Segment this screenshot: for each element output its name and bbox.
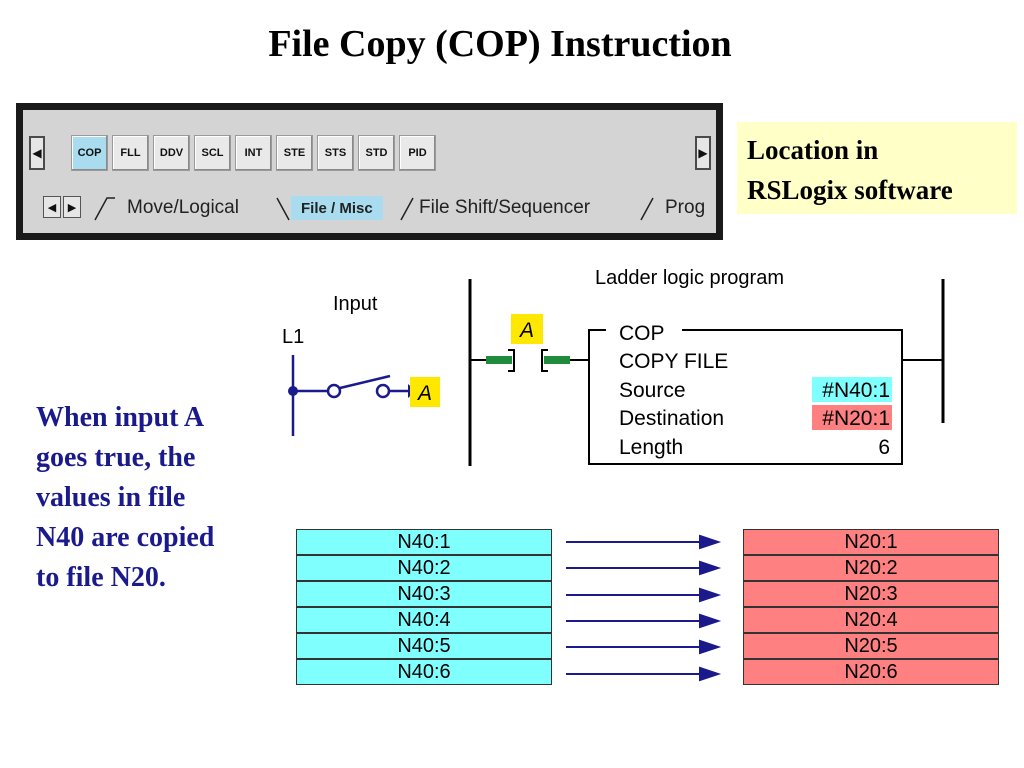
rail-label: L1 — [282, 326, 304, 348]
switch-terminal-right — [375, 383, 391, 399]
contact-bracket-right — [541, 349, 548, 372]
description-line: values in file — [36, 482, 186, 513]
source-cell: N40:5 — [296, 633, 552, 659]
instruction-button-int[interactable]: INT — [235, 135, 272, 171]
tab-move-logical[interactable]: Move/Logical — [127, 197, 239, 218]
switch-tag: A — [416, 382, 432, 405]
scroll-right-icon[interactable]: ▶ — [695, 136, 711, 170]
arrow-head-icon — [699, 534, 722, 550]
dest-cell: N20:1 — [743, 529, 999, 555]
page-title: File Copy (COP) Instruction — [268, 23, 732, 65]
source-cell: N40:6 — [296, 659, 552, 685]
description-line: to file N20. — [36, 562, 166, 593]
dest-file-table: N20:1 N20:2 N20:3 N20:4 N20:5 N20:6 — [743, 529, 999, 685]
instruction-button-cop[interactable]: COP — [71, 135, 108, 171]
cop-length-value: 6 — [878, 436, 890, 459]
cop-block-title: COP — [619, 322, 665, 345]
copy-arrows — [566, 534, 722, 682]
switch-tag-box — [410, 377, 440, 407]
ladder-heading: Ladder logic program — [595, 267, 784, 289]
scroll-left-icon[interactable]: ◀ — [29, 136, 45, 170]
cop-title-gap — [606, 320, 682, 342]
switch-terminal-left — [326, 383, 342, 399]
contact-lead-right — [544, 356, 570, 364]
tab-file-misc[interactable]: File / Misc — [291, 196, 383, 220]
input-label: Input — [333, 293, 378, 315]
instruction-button-scl[interactable]: SCL — [194, 135, 231, 171]
cop-length-label: Length — [619, 436, 683, 459]
cop-dest-value: #N20:1 — [822, 407, 890, 430]
dest-cell: N20:5 — [743, 633, 999, 659]
cop-source-highlight — [812, 377, 892, 402]
instruction-button-sts[interactable]: STS — [317, 135, 354, 171]
dest-cell: N20:4 — [743, 607, 999, 633]
switch-blade — [339, 374, 391, 390]
cop-source-value: #N40:1 — [822, 379, 890, 402]
source-cell: N40:2 — [296, 555, 552, 581]
source-cell: N40:4 — [296, 607, 552, 633]
dest-cell: N20:6 — [743, 659, 999, 685]
description-line: N40 are copied — [36, 522, 215, 553]
location-note-line1: Location in — [747, 135, 879, 165]
contact-lead-left — [486, 356, 512, 364]
ladder-diagram: Input L1 A Ladder logic program A COP CO… — [282, 267, 945, 466]
cop-source-label: Source — [619, 379, 686, 402]
toolbar-panel: ◀ COP FLL DDV SCL INT STE STS STD PID ▶ … — [23, 110, 716, 233]
dest-cell: N20:2 — [743, 555, 999, 581]
arrow-head-icon — [699, 560, 722, 576]
contact-bracket-left — [508, 349, 515, 372]
instruction-button-fll[interactable]: FLL — [112, 135, 149, 171]
instruction-button-ste[interactable]: STE — [276, 135, 313, 171]
description-text: When input A goes true, the values in fi… — [36, 398, 276, 598]
instruction-button-std[interactable]: STD — [358, 135, 395, 171]
cop-block-subtitle: COPY FILE — [619, 350, 728, 373]
tab-scroll-left-icon[interactable]: ◀ — [43, 196, 61, 218]
description-line: goes true, the — [36, 442, 196, 473]
instruction-buttons: COP FLL DDV SCL INT STE STS STD PID — [71, 135, 436, 171]
cop-dest-label: Destination — [619, 407, 724, 430]
description-line: When input A — [36, 402, 205, 433]
rslogix-toolbar: ◀ COP FLL DDV SCL INT STE STS STD PID ▶ … — [16, 103, 723, 240]
arrow-head-icon — [699, 613, 722, 629]
location-note-line2: RSLogix software — [747, 175, 953, 205]
arrow-head-icon — [699, 587, 722, 603]
source-cell: N40:1 — [296, 529, 552, 555]
instruction-button-ddv[interactable]: DDV — [153, 135, 190, 171]
source-file-table: N40:1 N40:2 N40:3 N40:4 N40:5 N40:6 — [296, 529, 552, 685]
source-cell: N40:3 — [296, 581, 552, 607]
contact-tag: A — [518, 319, 534, 342]
tab-scroll-right-icon[interactable]: ▶ — [63, 196, 81, 218]
cop-dest-highlight — [812, 405, 892, 430]
category-tabs: ◀ ▶ Move/Logical File / Misc File Shift/… — [29, 194, 705, 222]
tab-prog[interactable]: Prog — [665, 197, 705, 218]
location-note: Location in RSLogix software — [737, 122, 1017, 214]
contact-tag-box — [511, 314, 543, 344]
dest-cell: N20:3 — [743, 581, 999, 607]
arrow-head-icon — [699, 639, 722, 655]
instruction-button-pid[interactable]: PID — [399, 135, 436, 171]
tab-dividers — [94, 197, 654, 221]
tab-file-shift-sequencer[interactable]: File Shift/Sequencer — [419, 197, 591, 218]
arrow-head-icon — [699, 666, 722, 682]
